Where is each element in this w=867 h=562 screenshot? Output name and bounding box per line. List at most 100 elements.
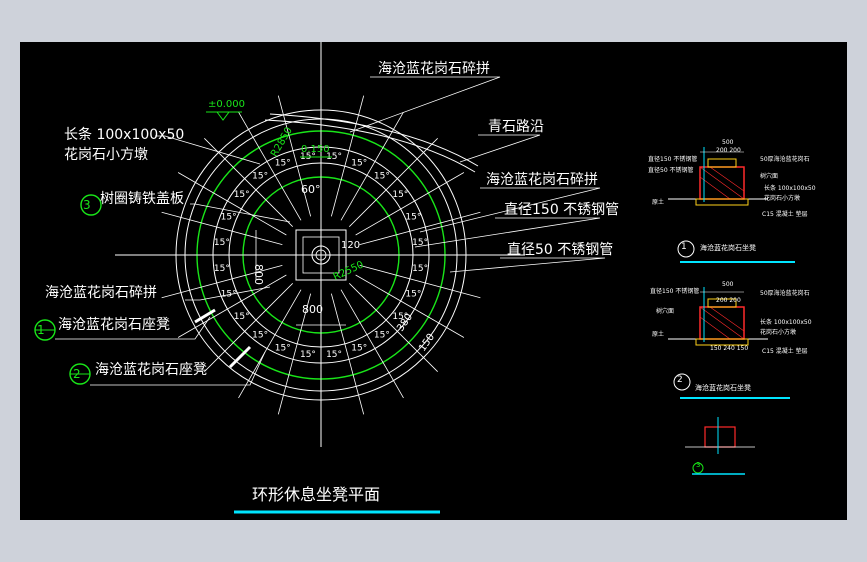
- angle-label-15: 15°: [392, 312, 408, 322]
- detail-1-hatch-2: [709, 166, 745, 192]
- level-mark: ±0.000: [208, 99, 246, 110]
- detail-1-base: [695, 198, 749, 206]
- angle-label-15: 15°: [412, 238, 428, 248]
- detail-1-hatch-1: [699, 166, 745, 200]
- detail-1-note-2: 50厚海沧蓝花岗石: [760, 156, 810, 163]
- angle-label-15: 15°: [234, 190, 250, 200]
- seat-1-mark: [194, 308, 216, 324]
- level-mark-triangle: [216, 111, 230, 121]
- callout-top-paving: 海沧蓝花岗石碎拼: [378, 61, 490, 77]
- detail-2-note-5: 原土: [652, 331, 665, 338]
- detail-3-box: [704, 426, 736, 448]
- angle-label-15: 15°: [326, 152, 342, 162]
- angle-label-15: 15°: [374, 330, 390, 340]
- drawing-title: 环形休息坐凳平面: [252, 485, 381, 504]
- detail-1-note-7: C15 混凝土 垫层: [762, 211, 808, 218]
- angle-label-15: 15°: [275, 159, 291, 169]
- tree-trunk-circle: [311, 245, 331, 265]
- radial-line: [330, 293, 365, 415]
- bubble-1-label: 1: [37, 323, 45, 337]
- detail-2-hatch-1: [699, 306, 745, 340]
- angle-label-15: 15°: [374, 172, 390, 182]
- detail-2-cap: [707, 298, 737, 308]
- radial-line: [204, 283, 293, 372]
- angle-label-15: 15°: [351, 343, 367, 353]
- detail-3-bubble: [692, 462, 704, 474]
- callout-leader-5: [155, 135, 261, 165]
- bubble-3-label: 3: [83, 198, 91, 212]
- angle-label-15: 15°: [214, 238, 230, 248]
- dim-800-h: 800: [302, 303, 323, 316]
- dim-120: 120: [341, 240, 361, 251]
- detail-3-number: 3: [696, 461, 701, 469]
- callout-curb: 青石路沿: [488, 119, 544, 135]
- dim-60-deg: 60°: [301, 183, 321, 196]
- angle-label-15: 15°: [234, 312, 250, 322]
- radial-line: [349, 283, 438, 372]
- curb-arc-1: [264, 119, 476, 173]
- callout-granite-block: 花岗石小方墩: [64, 147, 148, 163]
- detail-2-number: 2: [677, 375, 683, 385]
- radial-line: [340, 111, 404, 221]
- tree-trunk-inner: [315, 249, 327, 261]
- detail-1-cap: [707, 158, 737, 168]
- detail-1-hatch-3: [699, 176, 731, 200]
- angle-label-15: 15°: [300, 350, 316, 360]
- angle-label-15: 15°: [275, 343, 291, 353]
- callout-leader-9: [90, 351, 266, 386]
- detail-2-note-2: 树穴面: [656, 308, 675, 315]
- detail-1-label: 海沧蓝花岗石坐凳: [700, 244, 756, 252]
- seat-2-mark: [228, 345, 252, 369]
- radial-line: [349, 138, 438, 227]
- detail-2-dim-1: 200 200: [716, 297, 741, 304]
- detail-2-hatch-2: [709, 306, 745, 332]
- detail-2-base: [695, 338, 749, 346]
- angle-label-15: 15°: [252, 330, 268, 340]
- radial-line: [330, 95, 365, 217]
- callout-seat-2: 海沧蓝花岗石座凳: [95, 362, 207, 378]
- callout-right-paving: 海沧蓝花岗石碎拼: [486, 172, 598, 188]
- detail-2-hatch-3: [699, 316, 731, 340]
- angle-label-15: 15°: [252, 172, 268, 182]
- radial-line: [238, 289, 302, 399]
- detail-1-note-0: 直径150 不锈钢管: [648, 156, 698, 163]
- radial-line: [161, 211, 283, 246]
- detail-1-note-4: 长条 100x100x50: [764, 185, 816, 192]
- angle-label-15: 15°: [405, 213, 421, 223]
- detail-1-note-5: 花岗石小方墩: [764, 195, 801, 202]
- detail-2-bubble: [673, 373, 691, 391]
- callout-leader-4: [449, 257, 606, 273]
- radial-line: [177, 274, 287, 338]
- radial-line: [161, 264, 283, 299]
- detail-1-note-1: 直径50 不锈钢管: [648, 167, 694, 174]
- detail-2-note-6: C15 混凝土 垫层: [762, 348, 808, 355]
- callout-bar: 长条 100x100x50: [64, 127, 185, 143]
- angle-label-15: 15°: [221, 289, 237, 299]
- radial-line: [359, 264, 481, 299]
- callout-pipe-150: 直径150 不锈钢管: [504, 202, 620, 218]
- angle-label-15: 15°: [214, 264, 230, 274]
- radial-line: [359, 211, 481, 246]
- level-mark-2: 0.150: [301, 144, 330, 155]
- callout-leader-1: [459, 134, 541, 163]
- radial-line: [177, 172, 287, 236]
- callout-tree-grate: 树圈铸铁盖板: [100, 191, 184, 207]
- angle-label-15: 15°: [412, 264, 428, 274]
- callout-pipe-50: 直径50 不锈钢管: [507, 242, 614, 258]
- detail-2-label: 海沧蓝花岗石坐凳: [695, 384, 751, 392]
- callout-leader-6: [190, 203, 291, 223]
- curb-arc-2: [269, 113, 479, 167]
- detail-1-bubble: [677, 240, 695, 258]
- radial-line: [204, 138, 293, 227]
- tree-pit-square: [295, 229, 347, 281]
- detail-2-note-3: 长条 100x100x50: [760, 319, 812, 326]
- detail-1-dim-1: 200 200: [716, 147, 741, 154]
- angle-label-15: 15°: [405, 289, 421, 299]
- detail-2-dim-0: 500: [722, 281, 734, 288]
- radial-line: [355, 274, 465, 338]
- angle-label-15: 15°: [392, 190, 408, 200]
- angle-label-15: 15°: [326, 350, 342, 360]
- angle-label-15: 15°: [351, 159, 367, 169]
- callout-left-paving: 海沧蓝花岗石碎拼: [45, 285, 157, 301]
- callout-leader-7: [185, 286, 271, 301]
